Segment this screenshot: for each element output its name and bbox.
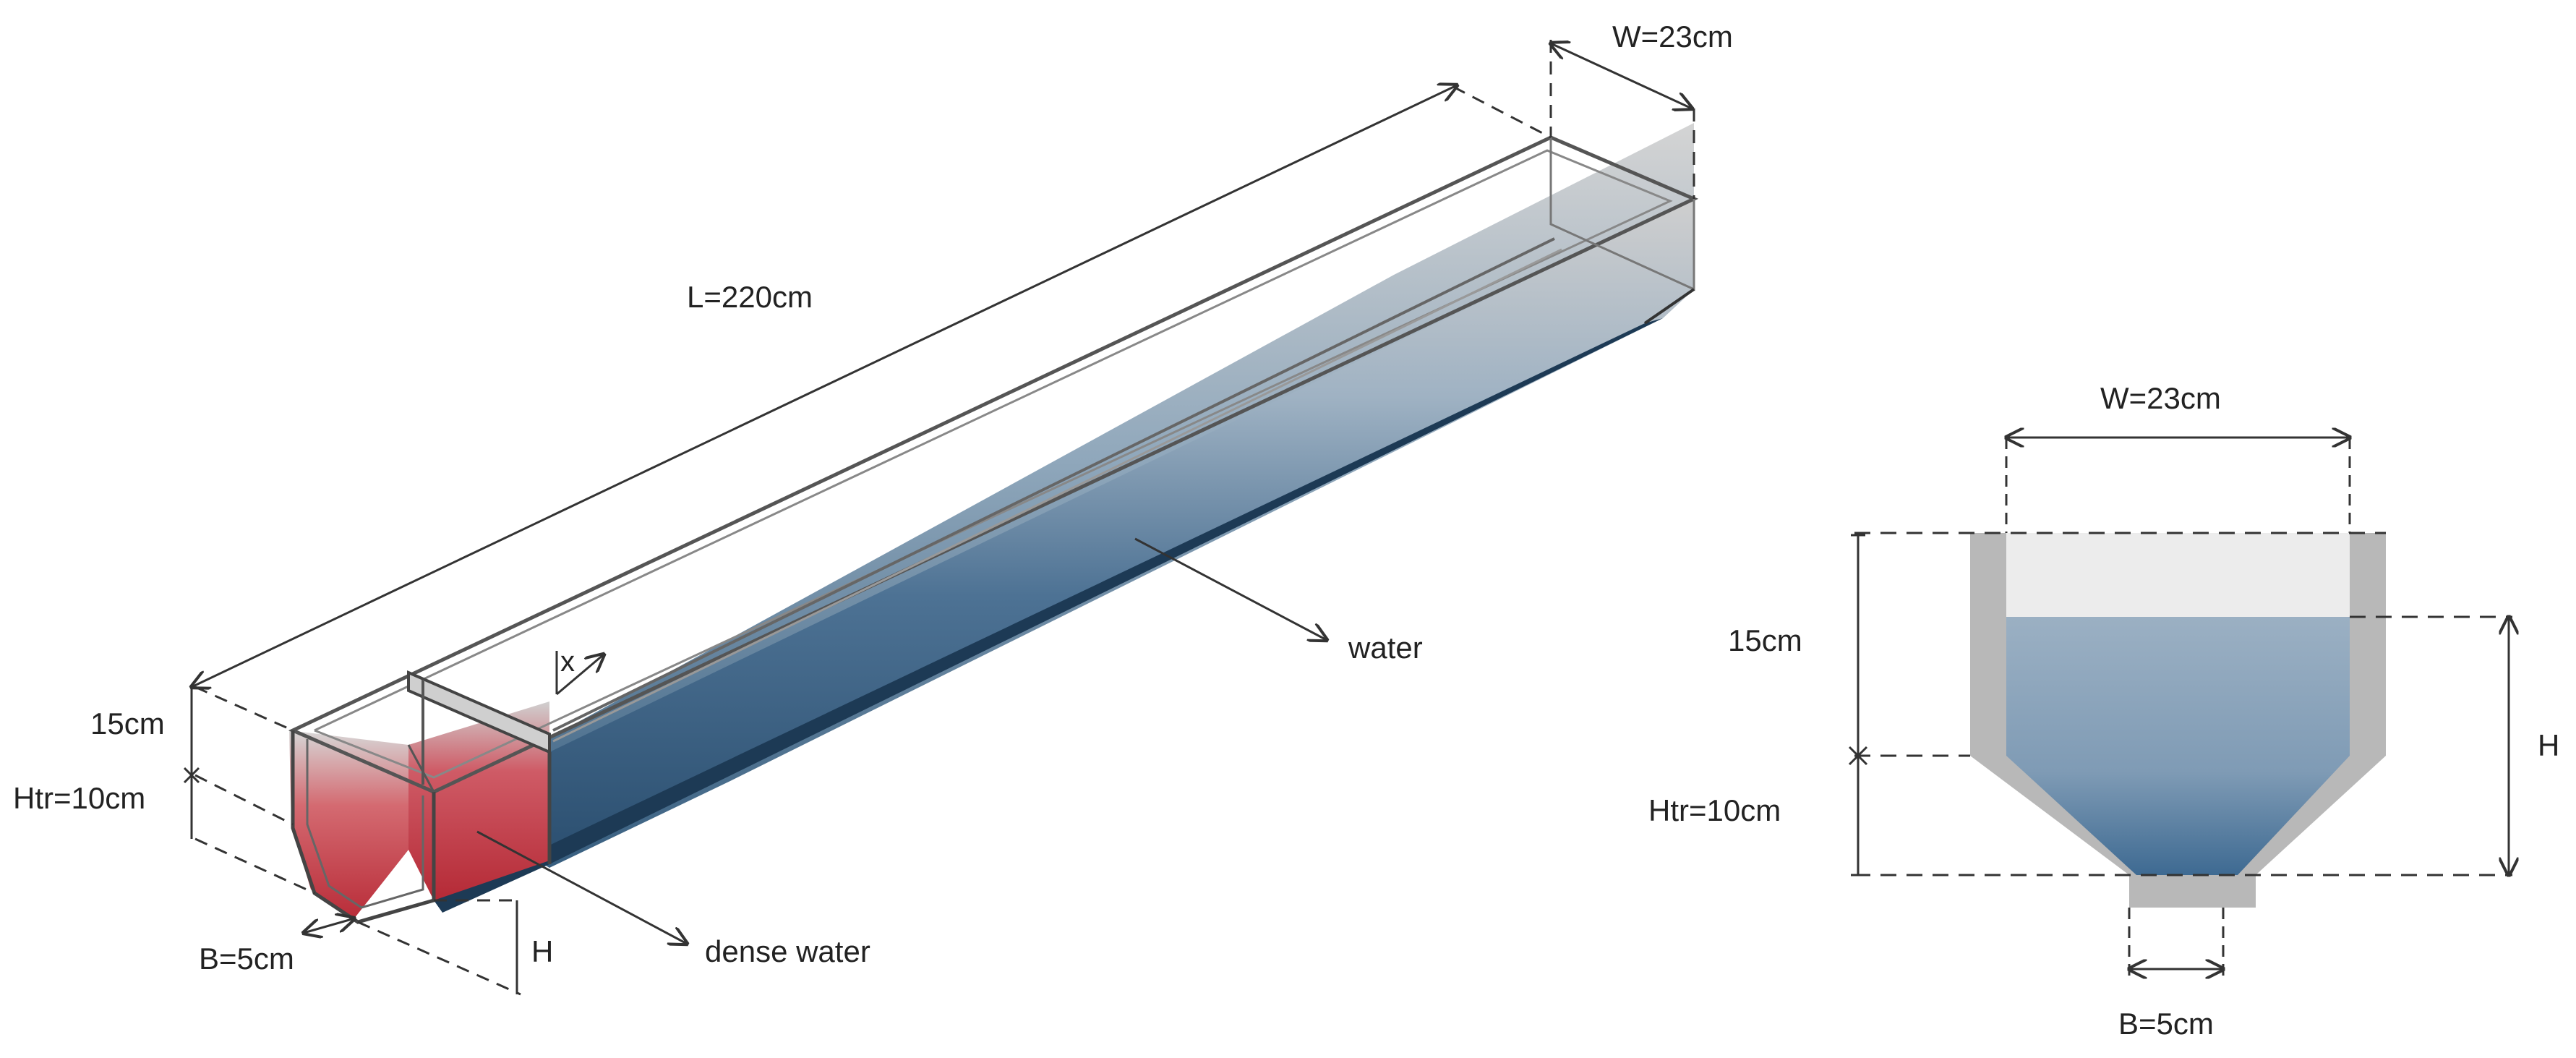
- cs-air: [2006, 533, 2350, 617]
- flume-ledge-2: [552, 248, 1562, 743]
- flume-far-end: [1549, 137, 1695, 291]
- gate-marker-label: x: [560, 646, 575, 678]
- depth-label-3d: H: [531, 934, 553, 968]
- cs-htr-label: Htr=10cm: [1648, 793, 1781, 827]
- water-pointer: [1134, 537, 1327, 640]
- gate-axis-marker: x: [555, 646, 604, 696]
- width-label-3d: W=23cm: [1612, 20, 1733, 54]
- cs-height-tick-mid-2: [1848, 746, 1868, 766]
- length-label: L=220cm: [687, 280, 813, 314]
- flume-3d: x: [288, 123, 1699, 924]
- gate: [407, 670, 552, 864]
- htr-extension: [194, 774, 294, 826]
- cross-section: [1970, 533, 2386, 908]
- length-extension-far: [1452, 85, 1552, 139]
- cs-width-label: W=23cm: [2100, 381, 2221, 415]
- htr-label-3d: Htr=10cm: [13, 781, 145, 815]
- bottom-width-label-3d: B=5cm: [199, 942, 294, 976]
- length-extension-near: [194, 686, 294, 732]
- bottom-width-line: [304, 918, 354, 933]
- cs-depth-label: H: [2538, 728, 2559, 762]
- upper-height-label-3d: 15cm: [90, 707, 165, 741]
- cs-bottom-width-label: B=5cm: [2118, 1007, 2214, 1041]
- dense-water-pointer: [476, 830, 687, 944]
- height-tick-2: [183, 767, 200, 784]
- width-dimension-line: [1551, 43, 1692, 108]
- cross-section-dimensions: [1848, 438, 2512, 976]
- flume-front-inner: [306, 739, 424, 909]
- length-dimension-line: [192, 85, 1457, 687]
- depth-extension-bottom: [357, 921, 521, 996]
- cs-water: [2006, 617, 2350, 875]
- dense-water-label: dense water: [705, 934, 870, 968]
- dense-water-front: [289, 730, 408, 918]
- flume-bottom: [434, 318, 1663, 913]
- bottom-extension: [194, 837, 315, 895]
- flume-far-edge: [1643, 288, 1695, 325]
- water-label: water: [1348, 631, 1423, 665]
- flume-front-outline: [291, 730, 436, 924]
- cs-upper-height-label: 15cm: [1728, 623, 1802, 657]
- flume-dimensions: [183, 40, 1694, 996]
